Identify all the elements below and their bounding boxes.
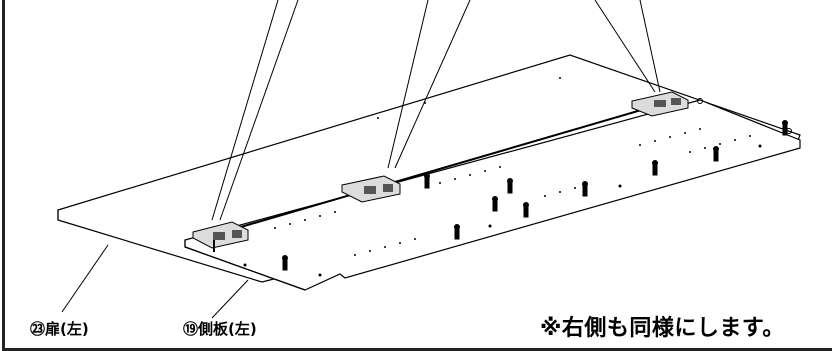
frame-left-border	[2, 0, 5, 351]
note-text: ※右側も同様にします。	[540, 316, 785, 341]
side-panel	[184, 99, 801, 291]
hinge-2	[341, 175, 401, 203]
door-label: ㉓扉(左)	[30, 320, 89, 338]
seam-line	[209, 105, 656, 237]
label-leaders	[61, 244, 249, 319]
hole-dots	[243, 77, 792, 277]
hinge-1	[192, 221, 249, 252]
frame-bottom-border	[2, 348, 832, 351]
hinge-callouts	[211, 0, 661, 221]
dowel-pegs	[282, 120, 788, 271]
hinge-3	[631, 91, 689, 117]
side-panel-label: ⑲側板(左)	[183, 320, 257, 338]
